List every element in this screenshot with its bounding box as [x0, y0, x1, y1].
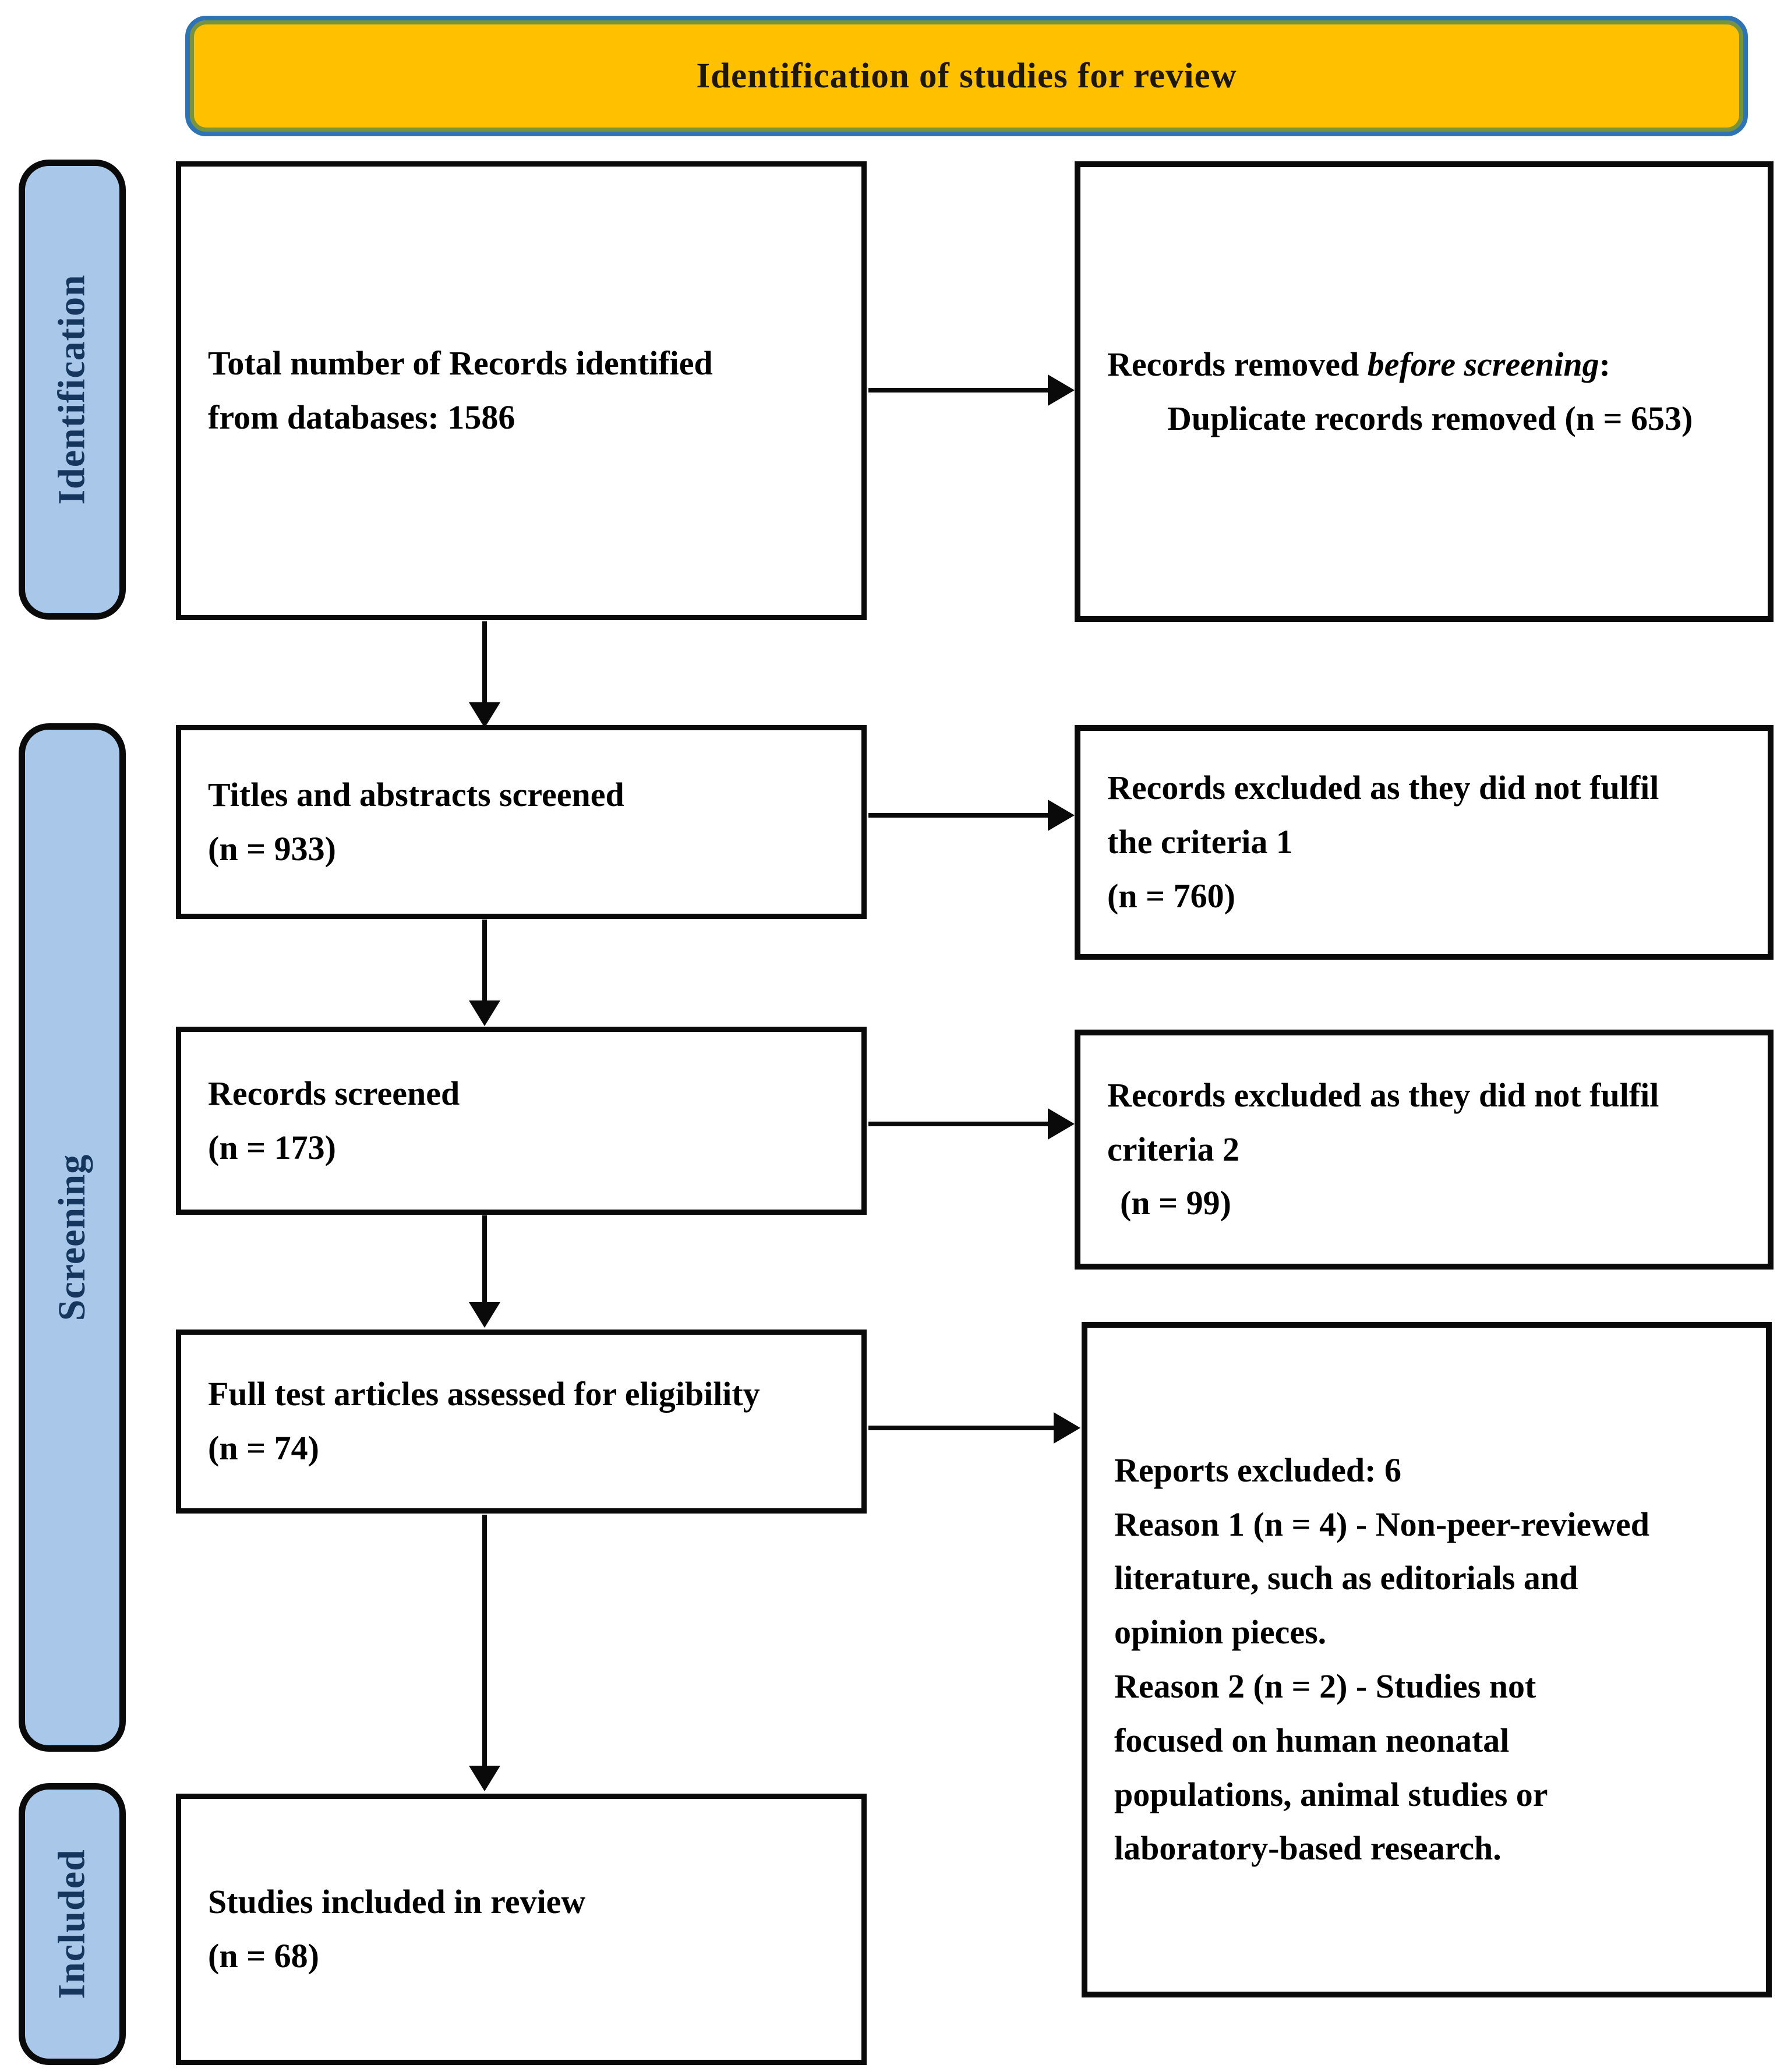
reports-excluded-reason-1: Reason 1 (n = 4) - Non-peer-reviewed lit…	[1114, 1505, 1649, 1652]
records-identified-text: Total number of Records identified from …	[208, 344, 713, 436]
records-removed-lead-text: Records removed	[1107, 345, 1368, 383]
arrow-head	[1048, 800, 1075, 831]
arrow-head	[1048, 1108, 1075, 1140]
stage-included: Included	[19, 1783, 126, 2065]
reports-excluded-reason-2: Reason 2 (n = 2) - Studies not focused o…	[1114, 1667, 1548, 1868]
stage-identification-label: Identification	[51, 274, 93, 505]
box-records-screened: Records screened (n = 173)	[176, 1027, 867, 1215]
titles-screened-text: Titles and abstracts screened	[208, 775, 624, 814]
box-excluded-criteria1: Records excluded as they did not fulfil …	[1075, 725, 1774, 960]
arrow-head	[469, 702, 500, 728]
arrow-head	[469, 1766, 500, 1791]
reports-excluded-header: Reports excluded: 6	[1114, 1451, 1401, 1489]
arrow-line	[868, 388, 1049, 393]
excluded-criteria2-count: (n = 99)	[1120, 1184, 1231, 1222]
box-records-removed-before-screening: Records removed before screening: Duplic…	[1075, 161, 1774, 622]
studies-included-text: Studies included in review	[208, 1883, 586, 1921]
arrow-head	[1048, 374, 1075, 406]
stage-screening: Screening	[19, 723, 126, 1752]
records-removed-emphasis: before screening	[1367, 345, 1599, 383]
excluded-criteria1-text: Records excluded as they did not fulfil …	[1107, 769, 1659, 861]
records-removed-suffix: :	[1599, 345, 1610, 383]
box-records-identified: Total number of Records identified from …	[176, 161, 867, 620]
box-fulltext-assessed: Full test articles assessed for eligibil…	[176, 1330, 867, 1514]
box-titles-abstracts-screened: Titles and abstracts screened (n = 933)	[176, 725, 867, 919]
arrow-line	[868, 813, 1049, 818]
arrow-line	[482, 621, 487, 704]
arrow-line	[482, 920, 487, 1002]
records-screened-text: Records screened	[208, 1074, 460, 1112]
studies-included-count: (n = 68)	[208, 1937, 319, 1975]
excluded-criteria1-count: (n = 760)	[1107, 876, 1235, 915]
fulltext-assessed-text: Full test articles assessed for eligibil…	[208, 1375, 760, 1467]
stage-screening-label: Screening	[51, 1154, 94, 1321]
banner: Identification of studies for review	[185, 16, 1748, 136]
box-excluded-criteria2: Records excluded as they did not fulfil …	[1075, 1030, 1774, 1270]
arrow-line	[482, 1215, 487, 1304]
box-reports-excluded: Reports excluded: 6 Reason 1 (n = 4) - N…	[1082, 1322, 1772, 1997]
arrow-head	[469, 1000, 500, 1026]
arrow-head	[469, 1302, 500, 1328]
stage-identification: Identification	[19, 160, 126, 620]
arrow-head	[1054, 1412, 1080, 1444]
banner-title: Identification of studies for review	[696, 56, 1237, 96]
records-removed-lead: Records removed before screening:	[1107, 338, 1753, 392]
records-screened-count: (n = 173)	[208, 1128, 336, 1166]
excluded-criteria2-text: Records excluded as they did not fulfil …	[1107, 1076, 1659, 1168]
stage-included-label: Included	[51, 1849, 93, 1999]
titles-screened-count: (n = 933)	[208, 829, 336, 868]
arrow-line	[868, 1426, 1055, 1430]
arrow-line	[868, 1122, 1049, 1126]
arrow-line	[482, 1515, 487, 1767]
box-studies-included: Studies included in review (n = 68)	[176, 1794, 867, 2065]
duplicate-records-detail: Duplicate records removed (n = 653)	[1167, 399, 1693, 437]
